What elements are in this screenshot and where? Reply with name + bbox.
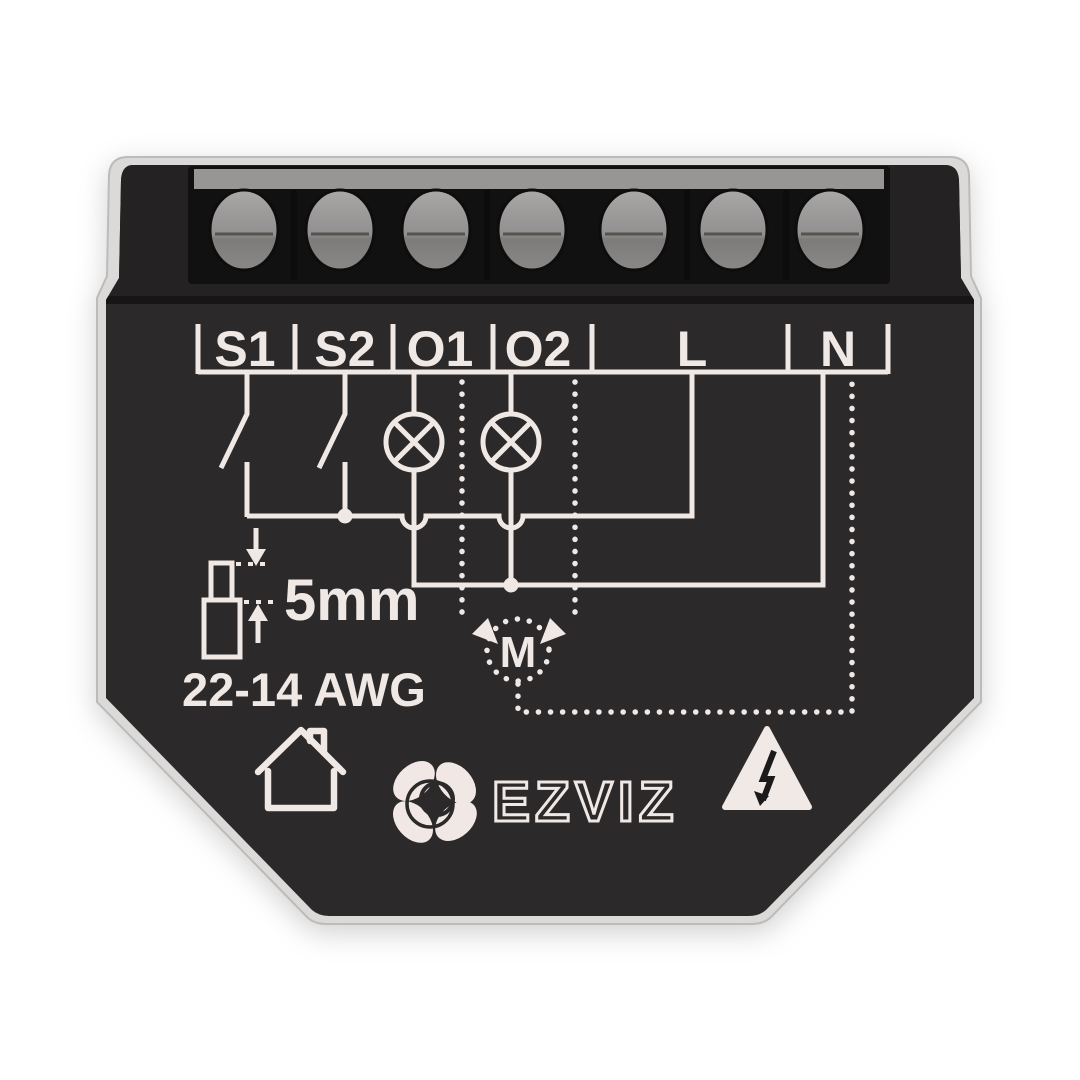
terminal-label-o1: O1 (407, 321, 474, 377)
arrowhead (472, 618, 498, 644)
lamp-bus-wire (411, 374, 826, 588)
lightning-bolt (758, 749, 777, 802)
terminal-label-bar (195, 324, 891, 375)
high-voltage-warning-icon (722, 726, 812, 810)
terminal-screw (400, 188, 472, 272)
terminal-screw (304, 188, 376, 272)
strip-length-label: 5mm (284, 568, 419, 633)
wire-insulation (201, 597, 243, 660)
terminal-label-o2: O2 (505, 321, 572, 377)
terminal-label-s2: S2 (314, 321, 375, 377)
ezviz-flower-icon (393, 761, 477, 843)
terminal-block (188, 166, 890, 284)
terminal-label-s1: S1 (214, 321, 275, 377)
motor-label: M (500, 628, 537, 677)
house-icon (254, 726, 347, 812)
terminal-screw (496, 188, 568, 272)
terminal-label-n: N (820, 321, 856, 377)
terminal-screw (794, 188, 866, 272)
motor-symbol-circle (484, 616, 552, 684)
ezviz-wordmark: EZVIZ (492, 770, 679, 834)
switch-bus-wire (247, 374, 695, 531)
terminal-top-strip (194, 169, 884, 189)
junction-dot (337, 508, 353, 524)
arrowhead (540, 618, 566, 644)
wiring-diagram: S1 S2 O1 O2 L N (182, 321, 891, 716)
junction-dot (503, 577, 519, 593)
dotted-motor-wiring: M (459, 379, 855, 715)
terminal-label-l: L (677, 321, 708, 377)
switch-symbol-s2 (316, 374, 348, 517)
switch-symbol-s1 (218, 374, 250, 517)
wire-gauge-label: 22-14 AWG (182, 663, 426, 716)
terminal-screw (208, 188, 280, 272)
terminal-screw (697, 188, 769, 272)
terminal-screw (598, 188, 670, 272)
lamp-symbol-o2 (480, 374, 542, 473)
wire-strip-indicator: 5mm (201, 528, 419, 660)
